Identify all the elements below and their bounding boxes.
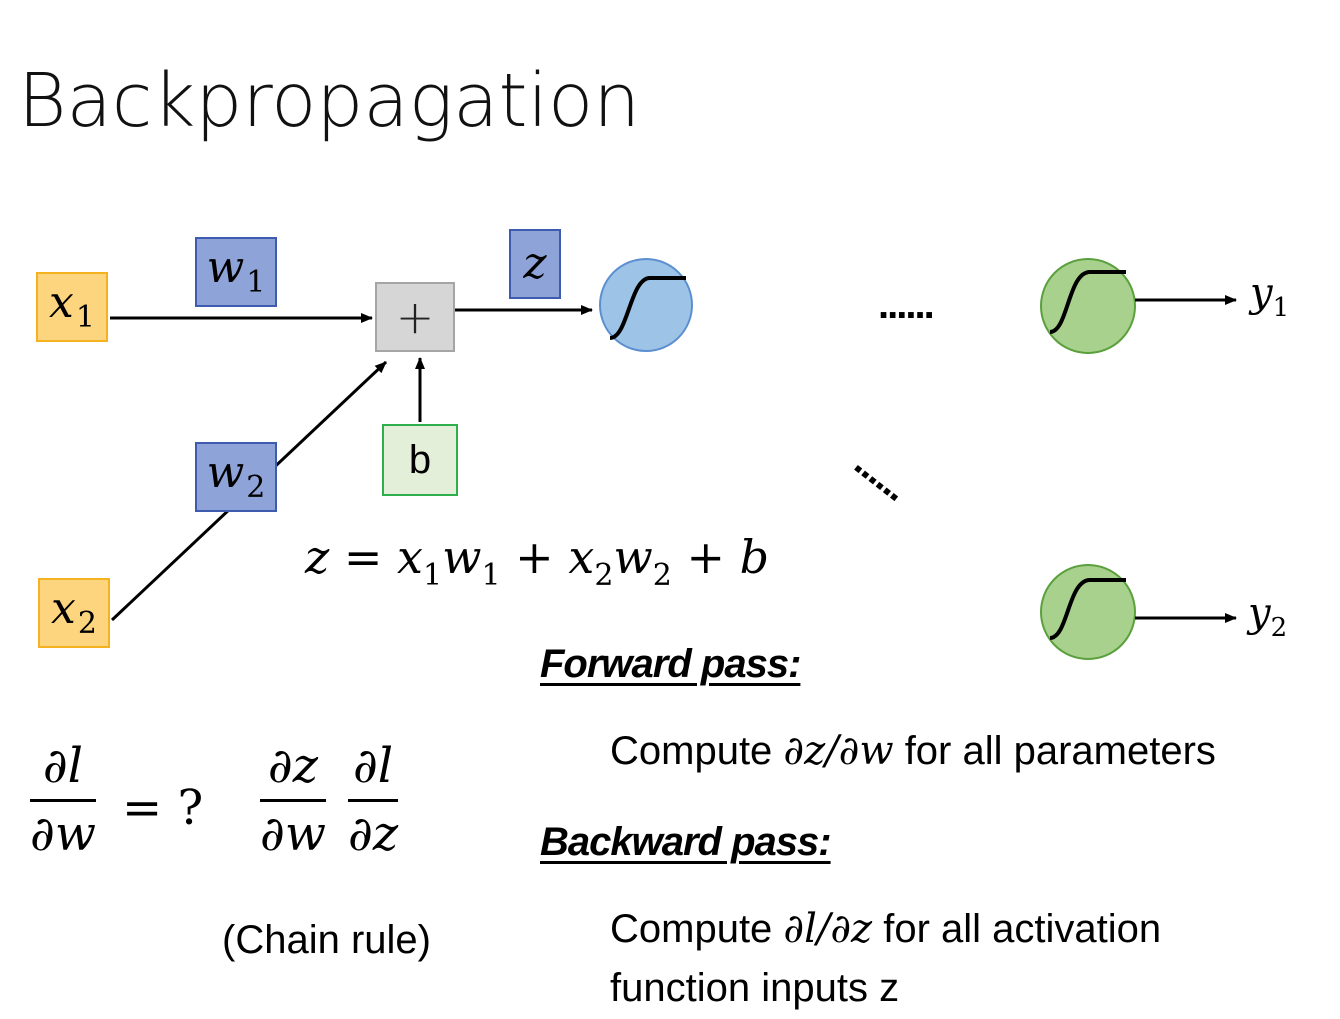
x1-label: x1 xyxy=(49,277,95,335)
ellipsis-horizontal: ...... xyxy=(878,283,933,327)
chain-rule-label: (Chain rule) xyxy=(222,918,431,962)
input-x1: x1 xyxy=(36,272,108,342)
fraction-dl-dz: ∂l ∂z xyxy=(348,738,399,862)
plus-icon: + xyxy=(395,290,435,344)
neuron-output-2 xyxy=(1040,564,1136,660)
neuron-output-1 xyxy=(1040,258,1136,354)
sigmoid-icon xyxy=(609,276,686,340)
backward-pass-heading: Backward pass: xyxy=(540,820,832,864)
page-title: Backpropagation xyxy=(18,58,641,144)
sigmoid-icon xyxy=(1049,270,1126,334)
fraction-dz-dw: ∂z ∂w xyxy=(260,738,326,862)
bias-b: b xyxy=(382,424,458,496)
w2-label: w2 xyxy=(206,447,266,505)
backward-pass-description: Compute ∂l/∂z for all activation xyxy=(610,906,1162,952)
b-label: b xyxy=(408,437,432,482)
backward-pass-description-line2: function inputs z xyxy=(610,966,900,1010)
equals-question: = ? xyxy=(122,780,204,836)
input-x2: x2 xyxy=(38,578,110,648)
z-box: z xyxy=(509,229,561,299)
z-label: z xyxy=(523,238,547,289)
output-y1: y1 xyxy=(1250,270,1290,323)
w1-label: w1 xyxy=(206,242,266,300)
ellipsis-diagonal: ...... xyxy=(846,440,916,508)
forward-pass-heading: Forward pass: xyxy=(540,642,801,686)
x2-label: x2 xyxy=(51,583,97,641)
fraction-dl-dw: ∂l ∂w xyxy=(30,738,96,862)
sum-node: + xyxy=(375,282,455,352)
weight-w1: w1 xyxy=(195,237,277,307)
sum-equation: z = x1w1 + x2w2 + b xyxy=(305,530,770,593)
sigmoid-icon xyxy=(1049,578,1126,640)
forward-pass-description: Compute ∂z/∂w for all parameters xyxy=(610,728,1216,774)
weight-w2: w2 xyxy=(195,442,277,512)
output-y2: y2 xyxy=(1248,590,1288,643)
